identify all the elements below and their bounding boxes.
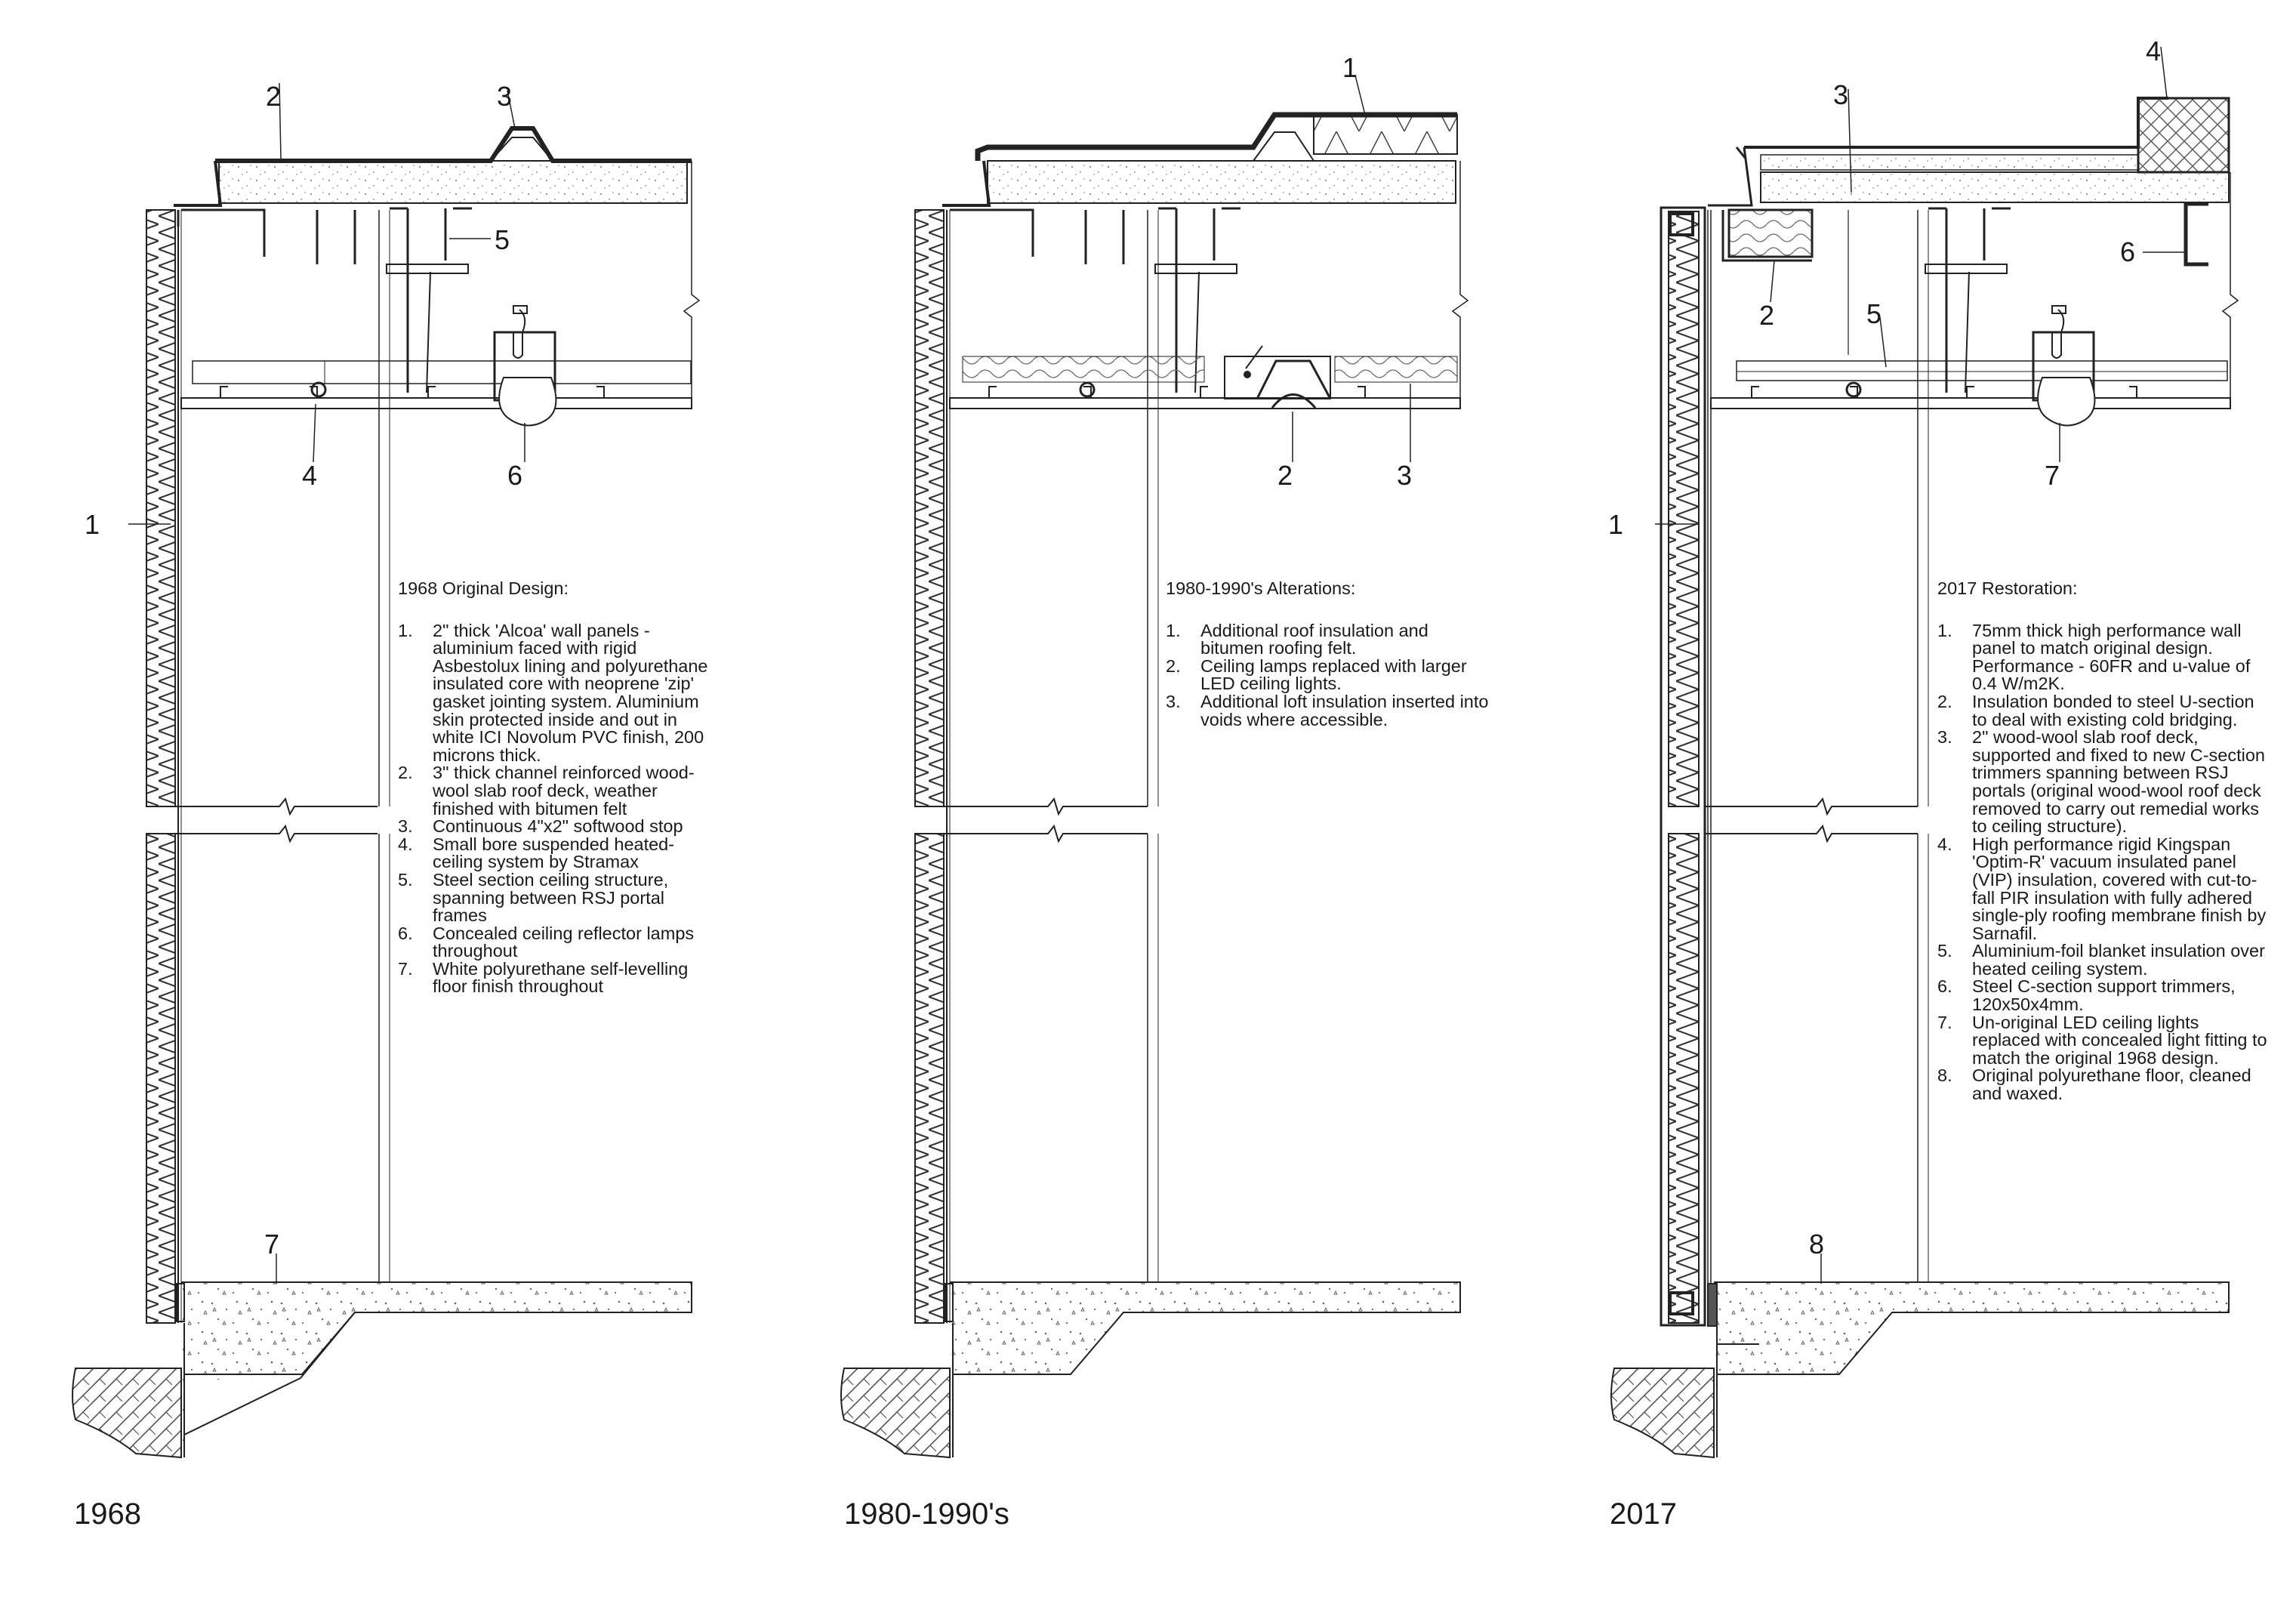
break-line (944, 797, 1148, 816)
break-line (175, 824, 378, 843)
notes-1980-1990s: 1980-1990's Alterations: 1.Additional ro… (1166, 578, 1490, 729)
break-line (1705, 824, 1918, 843)
callout-1: 1 (1608, 509, 1623, 540)
note-item: 2.Insulation bonded to steel U-section t… (1937, 691, 2254, 729)
led-light-housing (1224, 356, 1331, 399)
panel-cap-bottom (1669, 1291, 1694, 1315)
wall-panel-upper (146, 209, 176, 807)
roof-deck (1760, 171, 2230, 203)
panel-1980-1990s (840, 75, 1469, 1459)
callout-2: 2 (266, 81, 281, 112)
notes-list: 1.Additional roof insulation and bitumen… (1166, 620, 1490, 729)
note-item: 6.Concealed ceiling reflector lamps thro… (398, 923, 695, 961)
callout-8: 8 (1809, 1229, 1824, 1260)
led-ceiling-light (1256, 359, 1332, 399)
note-item: 7.Un-original LED ceiling lights replace… (1937, 1012, 2267, 1068)
callout-3: 3 (497, 81, 512, 112)
panel-cap-top (1669, 212, 1694, 236)
callouts-2017: 1 2 3 4 5 6 7 8 (1608, 35, 2161, 1260)
callouts-1968: 1 2 3 4 5 6 7 (85, 81, 522, 1260)
reflector-lamp (498, 377, 557, 427)
note-item: 6.Steel C-section support trimmers, 120x… (1937, 976, 2236, 1015)
parapet-upstand (2137, 97, 2230, 174)
note-item: 1.Additional roof insulation and bitumen… (1166, 620, 1428, 658)
notes-title: 1968 Original Design: (398, 578, 569, 598)
note-item: 7.White polyurethane self-levelling floo… (398, 958, 689, 997)
notes-title: 2017 Restoration: (1937, 578, 2078, 598)
notes-1968: 1968 Original Design: 1.2" thick 'Alcoa'… (398, 578, 723, 997)
callout-5: 5 (1866, 298, 1881, 329)
callout-3: 3 (1833, 79, 1848, 110)
callout-1: 1 (1342, 52, 1358, 83)
insulated-u-section (1727, 208, 1814, 258)
note-item: 3.Additional loft insulation inserted in… (1166, 691, 1489, 729)
note-item: 1.75mm thick high performance wall panel… (1937, 620, 2251, 694)
notes-list: 1.75mm thick high performance wall panel… (1937, 620, 2270, 1104)
callout-6: 6 (507, 460, 522, 491)
heated-ceiling-system (192, 360, 692, 384)
callouts-1980-1990s: 1 2 3 (1277, 52, 1412, 491)
callout-2: 2 (1759, 300, 1774, 331)
loft-insulation-left (962, 356, 1205, 383)
note-item: 2.Ceiling lamps replaced with larger LED… (1166, 655, 1467, 694)
ground (1610, 1368, 1715, 1459)
note-item: 3.Continuous 4"x2" softwood stop (398, 816, 683, 837)
note-item: 4.Small bore suspended heated-ceiling sy… (398, 834, 675, 872)
note-item: 3.2" wood-wool slab roof deck, supported… (1937, 727, 2265, 837)
break-line (1705, 797, 1918, 816)
callout-4: 4 (2146, 35, 2161, 66)
wall-panel-upper (914, 209, 945, 807)
foil-blanket (1736, 360, 2228, 381)
ground (72, 1368, 182, 1459)
ceiling-board (180, 397, 692, 409)
ceiling-board (949, 397, 1461, 409)
wall-panel-lower (914, 833, 945, 1324)
callout-1: 1 (85, 509, 100, 540)
callout-4: 4 (302, 460, 317, 491)
note-item: 2.3" thick channel reinforced wood-wool … (398, 763, 695, 819)
wall-panel-upper (1668, 211, 1700, 807)
wall-panel-lower (1668, 833, 1700, 1324)
caption-1980-1990s: 1980-1990's (844, 1497, 1009, 1531)
break-line (944, 824, 1148, 843)
callout-6: 6 (2120, 236, 2135, 267)
callout-7: 7 (2045, 460, 2060, 491)
roof-deck (218, 160, 688, 204)
note-item: 8.Original polyurethane floor, cleaned a… (1937, 1065, 2251, 1104)
note-item: 5.Aluminium-foil blanket insulation over… (1937, 941, 2265, 979)
ground (840, 1368, 951, 1459)
callout-3: 3 (1397, 460, 1412, 491)
added-roof-insulation (1313, 114, 1458, 155)
vip-insulation (1760, 154, 2139, 171)
bitumen-felt (975, 112, 1457, 161)
notes-2017: 2017 Restoration: 1.75mm thick high perf… (1937, 578, 2270, 1104)
break-line (175, 797, 378, 816)
roof-upstand (174, 160, 223, 207)
loft-insulation-right (1334, 356, 1458, 383)
roof-deck (987, 160, 1456, 204)
roof-felt (215, 126, 692, 163)
steel-section (177, 208, 356, 264)
notes-list: 1.2" thick 'Alcoa' wall panels - alumini… (398, 620, 723, 997)
roof-membrane (1744, 97, 2168, 149)
concealed-light-fitting (2037, 377, 2096, 427)
callout-5: 5 (495, 224, 510, 255)
caption-2017: 2017 (1610, 1497, 1677, 1531)
notes-title: 1980-1990's Alterations: (1166, 578, 1356, 598)
wall-panel-lower (146, 833, 176, 1324)
c-section-trimmer (2184, 202, 2208, 267)
caption-1968: 1968 (74, 1497, 141, 1531)
note-item: 4.High performance rigid Kingspan 'Optim… (1937, 834, 2267, 943)
panel-1968 (72, 82, 701, 1459)
callout-7: 7 (264, 1229, 279, 1260)
panel-2017 (1610, 46, 2239, 1459)
ceiling-board (1710, 397, 2231, 409)
callout-2: 2 (1277, 460, 1293, 491)
note-item: 5.Steel section ceiling structure, spann… (398, 869, 669, 926)
note-item: 1.2" thick 'Alcoa' wall panels - alumini… (398, 620, 708, 765)
